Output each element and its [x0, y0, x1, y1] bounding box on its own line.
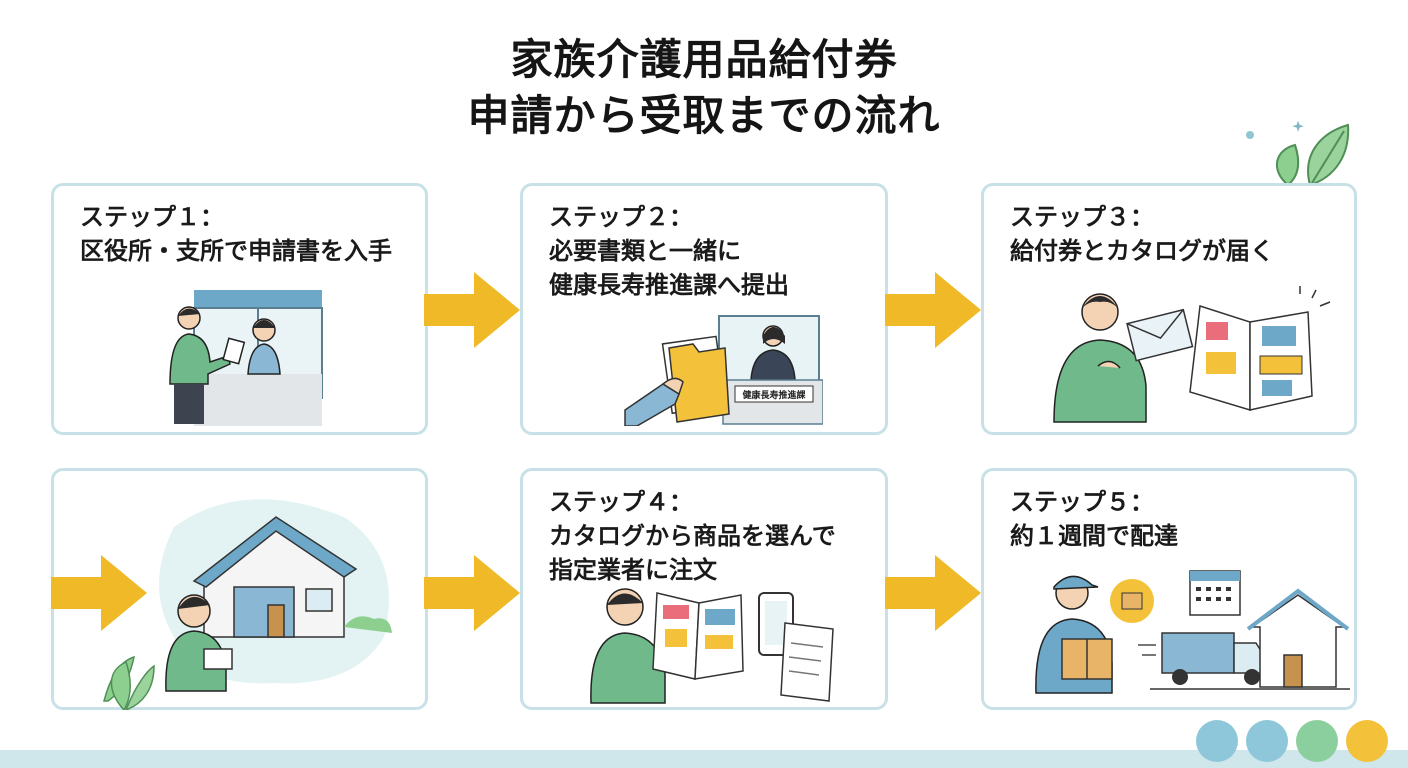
step-1-card: ステップ１： 区役所・支所で申請書を入手	[51, 183, 428, 435]
step-4-text: ステップ４： カタログから商品を選んで 指定業者に注文	[549, 485, 836, 587]
step-2-heading: ステップ２：	[549, 203, 693, 231]
leaf-decoration-icon	[1246, 120, 1350, 187]
step-2-line-2: 健康長寿推進課へ提出	[549, 271, 789, 299]
supplies-icon	[1296, 720, 1338, 762]
step-4-line-2: 指定業者に注文	[549, 556, 717, 584]
desk-sign-text: 健康長寿推進課	[742, 389, 806, 401]
arrow-step4-to-step5	[885, 555, 981, 631]
title-line-1: 家族介護用品給付券	[510, 35, 898, 84]
care-family-icon	[1196, 720, 1238, 762]
step-5-line-1: 約１週間で配達	[1010, 522, 1178, 550]
step-5-heading: ステップ５：	[1010, 488, 1154, 516]
footer-band	[0, 750, 1408, 768]
step-3-text: ステップ３： 給付券とカタログが届く	[1010, 200, 1274, 268]
document-submission-illustration: 健康長寿推進課	[624, 315, 823, 426]
step-3-line-1: 給付券とカタログが届く	[1010, 237, 1274, 265]
step-1-line-1: 区役所・支所で申請書を入手	[80, 237, 392, 265]
ward-office-counter-illustration	[169, 290, 323, 426]
step-4-heading: ステップ４：	[549, 488, 693, 516]
title-line-2: 申請から受取までの流れ	[467, 91, 941, 140]
catalog-order-illustration	[590, 588, 834, 704]
delivery-illustration	[1035, 570, 1350, 694]
plant-decoration-icon	[110, 660, 155, 710]
step-2-line-1: 必要書類と一緒に	[549, 237, 741, 265]
page-title: 家族介護用品給付券 申請から受取までの流れ	[0, 32, 1408, 144]
step-4-line-1: カタログから商品を選んで	[549, 522, 836, 550]
arrow-into-home-card	[51, 555, 147, 631]
arrow-step1-to-step2	[424, 272, 520, 348]
caring-hand-icon	[1346, 720, 1388, 762]
step-3-card: ステップ３： 給付券とカタログが届く	[981, 183, 1357, 435]
step-4-card: ステップ４： カタログから商品を選んで 指定業者に注文	[520, 468, 888, 710]
step-5-text: ステップ５： 約１週間で配達	[1010, 485, 1178, 553]
heart-hands-icon	[1246, 720, 1288, 762]
arrow-home-to-step4	[424, 555, 520, 631]
voucher-and-catalog-arrival-illustration	[1053, 286, 1331, 423]
step-2-text: ステップ２： 必要書類と一緒に 健康長寿推進課へ提出	[549, 200, 789, 302]
step-5-card: ステップ５： 約１週間で配達	[981, 468, 1357, 710]
step-2-card: ステップ２： 必要書類と一緒に 健康長寿推進課へ提出 健康長寿推進課	[520, 183, 888, 435]
step-1-text: ステップ１： 区役所・支所で申請書を入手	[80, 200, 392, 268]
arrow-step2-to-step3	[885, 272, 981, 348]
step-1-heading: ステップ１：	[80, 203, 224, 231]
step-3-heading: ステップ３：	[1010, 203, 1154, 231]
home-caregiver-illustration	[103, 499, 392, 702]
